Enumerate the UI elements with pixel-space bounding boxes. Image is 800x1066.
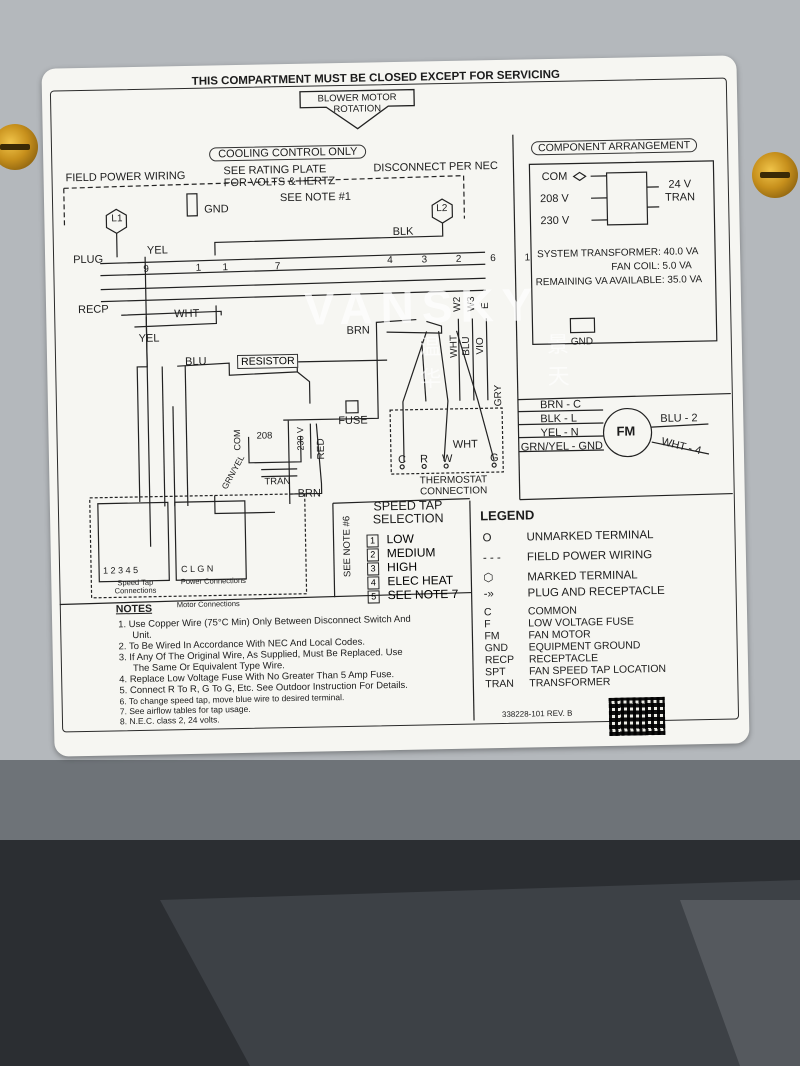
fm-label: FM <box>616 423 636 439</box>
motor-power-pins: C L G N <box>180 563 214 575</box>
red-vert: RED <box>315 438 328 460</box>
notes-title: NOTES <box>115 602 153 616</box>
comp-208: 208 V <box>539 192 569 206</box>
resistor: RESISTOR <box>236 353 299 370</box>
speed-see-note: SEE NOTE #6 <box>341 515 354 578</box>
part-number: 338228-101 REV. B <box>501 708 573 720</box>
fm-brn: BRN - C <box>539 398 582 412</box>
comp-230: 230 V <box>540 214 570 228</box>
v230-trans: 230 V <box>295 426 306 451</box>
motor-speed-pins: 1 2 3 4 5 <box>103 564 139 576</box>
brn-bottom: BRN <box>297 487 322 500</box>
term-w: W <box>441 452 453 466</box>
comp-fan: FAN COIL: 5.0 VA <box>611 260 692 273</box>
thermostat-label: THERMOSTAT CONNECTION <box>419 474 488 498</box>
fuse-label: FUSE <box>338 414 368 428</box>
legend-row: ⬡MARKED TERMINAL <box>483 569 638 585</box>
comp-tran: 24 V TRAN <box>664 178 696 204</box>
wiring-diagram <box>59 134 733 721</box>
right-bolt <box>752 152 798 198</box>
term-g: G <box>489 452 499 465</box>
legend-title: LEGEND <box>479 507 535 524</box>
blower-arrow <box>299 88 415 130</box>
wht-wire: WHT <box>174 307 200 321</box>
blu-wire: BLU <box>185 355 207 369</box>
wiring-label: THIS COMPARTMENT MUST BE CLOSED EXCEPT F… <box>41 55 750 757</box>
term-c: C <box>397 453 407 466</box>
note-line: Unit. <box>132 629 153 642</box>
blk-wire: BLK <box>392 225 414 239</box>
v208-trans: 208 <box>256 430 273 442</box>
com-trans: COM <box>231 429 243 451</box>
left-bolt <box>0 124 38 170</box>
note-line: 8. N.E.C. class 2, 24 volts. <box>119 714 220 727</box>
qr-code <box>608 696 666 736</box>
power-conn: Power Connections <box>180 575 246 587</box>
watermark-sub: 温 景 华 天 <box>418 330 620 392</box>
speed-title: SPEED TAP SELECTION <box>372 498 444 527</box>
fm-yel: YEL - N <box>540 426 579 440</box>
yel-top: YEL <box>146 244 168 257</box>
speed-tap-conn: Speed Tap Connections <box>114 577 157 596</box>
yel-bottom: YEL <box>138 332 160 345</box>
fm-blu: BLU - 2 <box>660 412 698 425</box>
wht-thermo: WHT <box>452 438 478 451</box>
term-r: R <box>419 453 429 466</box>
tran-label: TRAN <box>264 476 291 488</box>
fm-grn: GRN/YEL - GND <box>520 440 604 454</box>
motor-conn: Motor Connections <box>176 599 240 610</box>
fm-blk: BLK - L <box>540 412 578 426</box>
comp-com: COM <box>541 170 568 184</box>
